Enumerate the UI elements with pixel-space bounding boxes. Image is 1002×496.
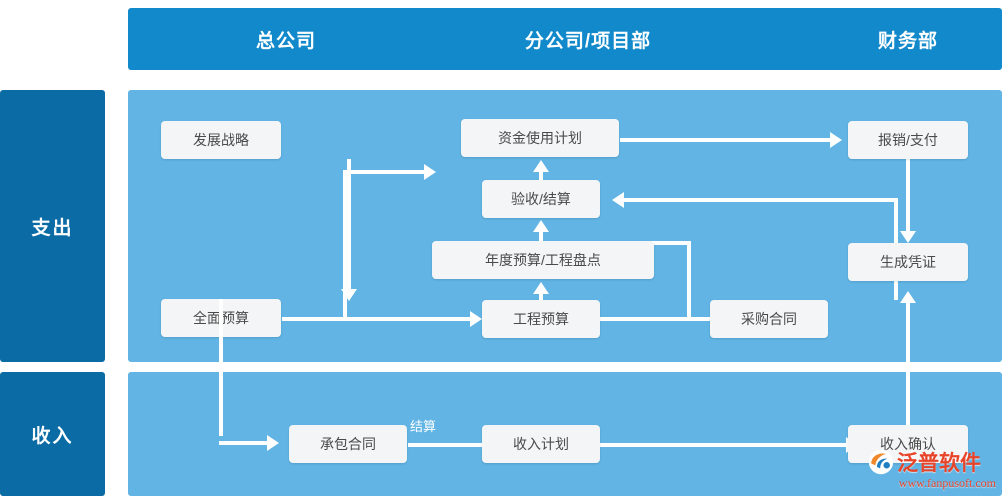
sidebar-section-expenditure: 支出 [0, 90, 105, 362]
arrowhead-branch-to-annual-budget [424, 164, 436, 180]
header-column-head-office: 总公司 [255, 30, 316, 52]
node-label: 生成凭证 [880, 254, 936, 270]
node-contracting-agreement[interactable]: 承包合同 [289, 425, 407, 463]
node-income-confirmation[interactable]: 收入确认 [848, 425, 968, 463]
arrowhead-into-contracting-agreement [267, 435, 279, 451]
node-generate-voucher[interactable]: 生成凭证 [848, 243, 968, 281]
connector-branch-to-annual-budget [343, 170, 426, 174]
income-flow-panel: 结算 承包合同 收入计划 收入确认 [128, 372, 1002, 496]
arrowhead-annual-budget-to-acceptance [533, 220, 549, 232]
node-label: 采购合同 [741, 311, 797, 327]
node-reimbursement-payment[interactable]: 报销/支付 [848, 121, 968, 159]
arrowhead-purchase-to-acceptance [612, 192, 624, 208]
node-label: 发展战略 [193, 132, 249, 148]
sidebar-section-income: 收入 [0, 372, 105, 496]
connector-overall-budget-down-to-contract [219, 299, 223, 436]
header-bar: 总公司 分公司/项目部 财务部 [128, 8, 1002, 70]
connector-purchase-to-acceptance [624, 198, 898, 202]
arrowhead-project-budget-to-annual-budget [533, 282, 549, 294]
node-annual-budget-project-inventory[interactable]: 年度预算/工程盘点 [432, 241, 654, 279]
node-label: 收入计划 [513, 436, 569, 452]
connector-fund-plan-to-reimbursement [620, 138, 832, 142]
header-column-finance: 财务部 [877, 30, 938, 52]
connector-acceptance-to-fund-plan [539, 170, 543, 186]
arrowhead-fund-plan-to-reimbursement [830, 132, 842, 148]
header-column-branch-project: 分公司/项目部 [524, 30, 652, 52]
arrowhead-reimbursement-to-voucher [900, 231, 916, 243]
node-fund-usage-plan[interactable]: 资金使用计划 [461, 119, 619, 157]
node-label: 验收/结算 [511, 191, 571, 207]
arrowhead-strategy-to-overall-budget [341, 289, 357, 301]
node-project-budget[interactable]: 工程预算 [482, 300, 600, 338]
connector-income-plan-to-confirmation [600, 443, 848, 447]
arrowhead-income-confirmation-to-voucher [900, 291, 916, 303]
node-label: 年度预算/工程盘点 [485, 252, 601, 268]
node-label: 工程预算 [513, 311, 569, 327]
connector-annual-budget-right-stub [651, 241, 691, 245]
node-purchase-contract[interactable]: 采购合同 [710, 300, 828, 338]
node-label: 资金使用计划 [498, 130, 582, 146]
node-label: 收入确认 [880, 436, 936, 452]
connector-income-confirmation-to-voucher [906, 301, 910, 425]
connector-branch-up-to-annual-budget [343, 170, 347, 319]
node-label: 报销/支付 [878, 132, 938, 148]
connector-strategy-to-overall-budget [347, 159, 351, 289]
expenditure-flow-panel: 发展战略 全面预算 资金使用计划 验收/结算 年度预算/工程盘点 工程预算 采购… [128, 90, 1002, 362]
node-income-plan[interactable]: 收入计划 [482, 425, 600, 463]
node-label: 承包合同 [320, 436, 376, 452]
connector-annual-budget-to-acceptance [539, 230, 543, 246]
connector-contract-to-income-plan [408, 443, 486, 447]
arrowhead-acceptance-to-fund-plan [533, 160, 549, 172]
connector-annual-budget-down-to-purchase [687, 241, 691, 317]
connector-reimbursement-to-voucher [906, 159, 910, 231]
edge-label-settlement: 结算 [410, 419, 437, 434]
arrowhead-overall-budget-to-project-budget [470, 311, 482, 327]
connector-project-budget-to-purchase [600, 317, 730, 321]
connector-into-contracting-agreement [219, 441, 269, 445]
node-acceptance-settlement[interactable]: 验收/结算 [482, 180, 600, 218]
node-development-strategy[interactable]: 发展战略 [161, 121, 281, 159]
connector-overall-budget-to-project-budget [282, 317, 472, 321]
